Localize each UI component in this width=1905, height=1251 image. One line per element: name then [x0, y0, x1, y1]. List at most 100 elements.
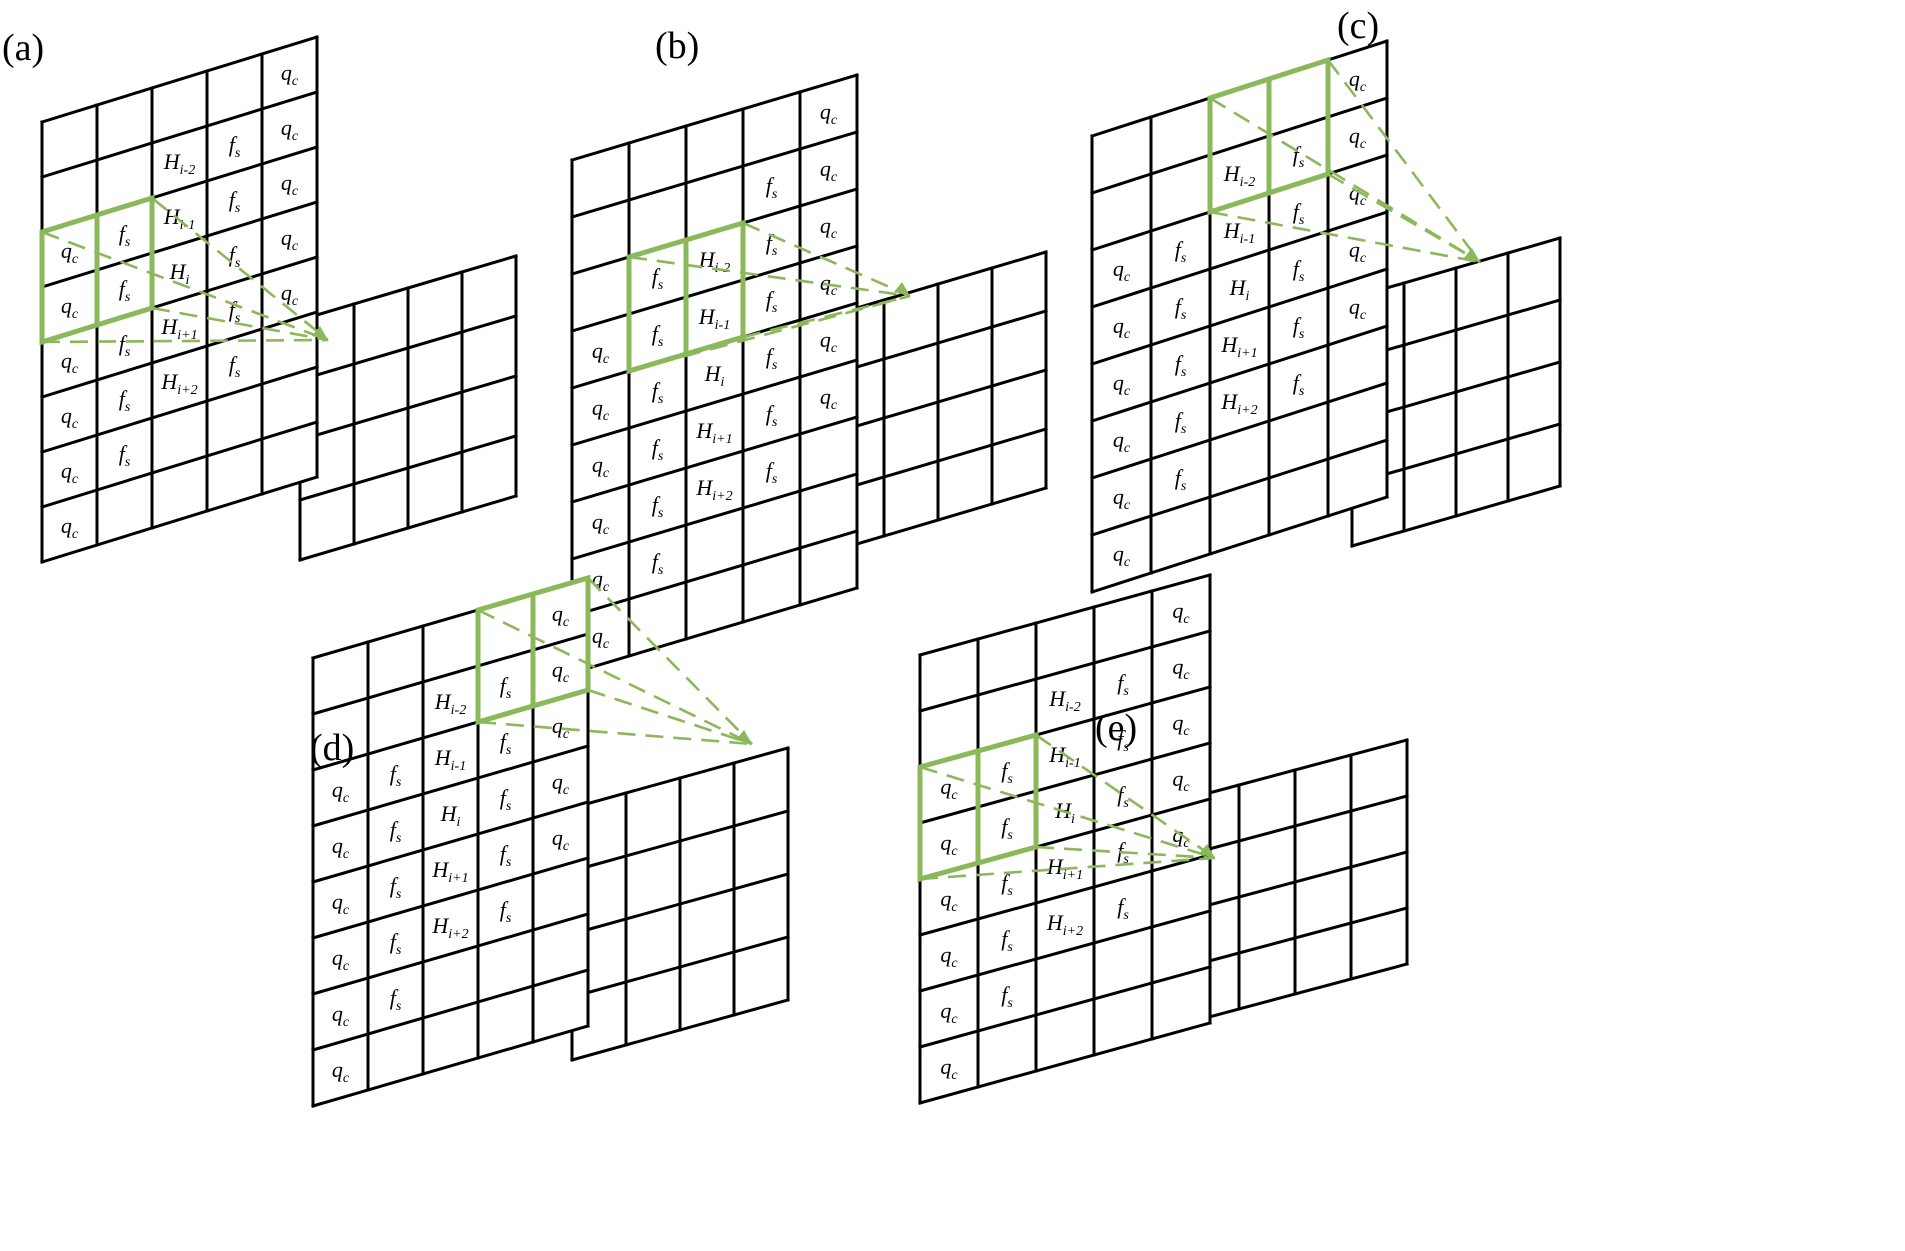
cell-label: fs: [1001, 758, 1013, 787]
cell-label: qc: [820, 99, 838, 128]
cell-label: fs: [766, 230, 778, 259]
cell-label: fs: [1001, 870, 1013, 899]
cell-label: fs: [1293, 142, 1305, 171]
cell-label: fs: [500, 841, 512, 870]
input-grid-hline: [918, 629, 1212, 713]
cell-label: Hi-2: [698, 247, 730, 276]
kernel-window: [1207, 56, 1331, 216]
cell-label: qc: [820, 327, 838, 356]
cell-label: qc: [592, 509, 610, 538]
projection-line: [742, 221, 911, 298]
output-grid-hline: [828, 486, 1048, 554]
input-grid-hline: [918, 965, 1212, 1049]
cell-label: qc: [61, 293, 79, 322]
cell-label: qc: [61, 238, 79, 267]
cell-label: qc: [552, 769, 570, 798]
output-grid-hline: [828, 368, 1048, 436]
cell-label: fs: [390, 985, 402, 1014]
cell-label: Hi: [440, 801, 461, 830]
input-grid-hline: [40, 365, 319, 454]
cell-label: qc: [332, 945, 350, 974]
cell-label: qc: [1113, 256, 1131, 285]
input-grid-hline: [1090, 210, 1389, 309]
projection-line: [628, 255, 911, 298]
projection-line: [587, 577, 753, 745]
input-grid: [918, 573, 1212, 1105]
cell-label: fs: [1001, 982, 1013, 1011]
panel-d: qcHi-2fsqcqcfsHi-1fsqcqcfsHifsqcqcfsHi+1…: [310, 574, 790, 1108]
cell-label: qc: [281, 115, 299, 144]
cell-label: fs: [1293, 370, 1305, 399]
projection-lines: [477, 577, 753, 746]
arrow-head: [894, 282, 910, 296]
output-grid-hline: [298, 314, 518, 382]
cell-label: Hi: [1229, 275, 1250, 304]
output-grid-hline: [1181, 962, 1409, 1026]
cell-label: qc: [281, 170, 299, 199]
panel-e: qcHi-2fsqcqcfsHi-1fsqcqcfsHifsqcqcfsHi+1…: [917, 573, 1409, 1105]
input-grid-hline: [40, 35, 319, 124]
input-grid-hline: [40, 90, 319, 179]
cell-label: fs: [390, 873, 402, 902]
output-grid-hline: [298, 254, 518, 322]
input-grid-hline: [311, 1024, 590, 1108]
cell-label: qc: [1113, 370, 1131, 399]
cell-label: fs: [119, 441, 131, 470]
arrow-head: [1464, 248, 1480, 262]
output-grid-hline: [570, 809, 790, 873]
cell-label: qc: [61, 348, 79, 377]
cell-label: fs: [390, 929, 402, 958]
cell-label: qc: [1349, 294, 1367, 323]
cell-label: fs: [500, 729, 512, 758]
output-grid-hline: [298, 494, 518, 562]
projection-lines: [1209, 59, 1482, 264]
cell-label: fs: [1175, 351, 1187, 380]
cell-label: qc: [940, 1054, 958, 1083]
cell-label: fs: [766, 344, 778, 373]
arrow-head: [1199, 844, 1215, 858]
cell-label: fs: [229, 187, 241, 216]
cell-label: qc: [61, 513, 79, 542]
kernel-outline: [917, 731, 1039, 883]
cell-label: qc: [940, 830, 958, 859]
cell-label: fs: [1117, 670, 1129, 699]
cell-label: fs: [766, 401, 778, 430]
input-grid-hline: [311, 912, 590, 996]
cell-label: fs: [1175, 465, 1187, 494]
input-grid-hline: [311, 856, 590, 940]
input-grid-hline: [311, 800, 590, 884]
panel-label: (d): [310, 727, 354, 769]
cell-label: fs: [1001, 814, 1013, 843]
kernel-window: [39, 194, 155, 346]
output-grid-hline: [570, 746, 790, 810]
input-grid-hline: [570, 358, 859, 447]
cell-label: qc: [1349, 123, 1367, 152]
cell-label: qc: [1172, 766, 1190, 795]
cell-label: fs: [1293, 199, 1305, 228]
cell-label: qc: [552, 657, 570, 686]
cell-label: fs: [1117, 838, 1129, 867]
cell-label: qc: [281, 280, 299, 309]
input-grid-hline: [570, 472, 859, 561]
cell-label: qc: [61, 458, 79, 487]
input-grid-hline: [570, 73, 859, 162]
panel-label: (e): [1095, 707, 1137, 749]
input-grid-hline: [570, 529, 859, 618]
cell-label: fs: [652, 321, 664, 350]
output-grid-hline: [570, 872, 790, 936]
cell-label: fs: [229, 352, 241, 381]
cell-label: fs: [390, 761, 402, 790]
cell-label: qc: [332, 833, 350, 862]
input-cell-labels: qcHi-2fsqcqcfsHi-1fsqcqcfsHifsqcqcfsHi+1…: [1113, 66, 1367, 570]
input-cell-labels: qcHi-2fsqcqcfsHi-1fsqcqcfsHifsqcqcfsHi+1…: [61, 60, 299, 542]
output-grid-hline: [1350, 484, 1562, 548]
input-grid-hline: [918, 909, 1212, 993]
input-grid-fill: [572, 75, 857, 673]
cell-label: qc: [1113, 541, 1131, 570]
cell-label: Hi+2: [695, 475, 732, 504]
input-cell-labels: qcHi-2fsqcqcfsHi-1fsqcqcfsHifsqcqcfsHi+1…: [332, 601, 570, 1086]
output-grid: [570, 746, 790, 1062]
kernel-outline: [1207, 56, 1331, 216]
kernel-outline: [475, 574, 591, 726]
